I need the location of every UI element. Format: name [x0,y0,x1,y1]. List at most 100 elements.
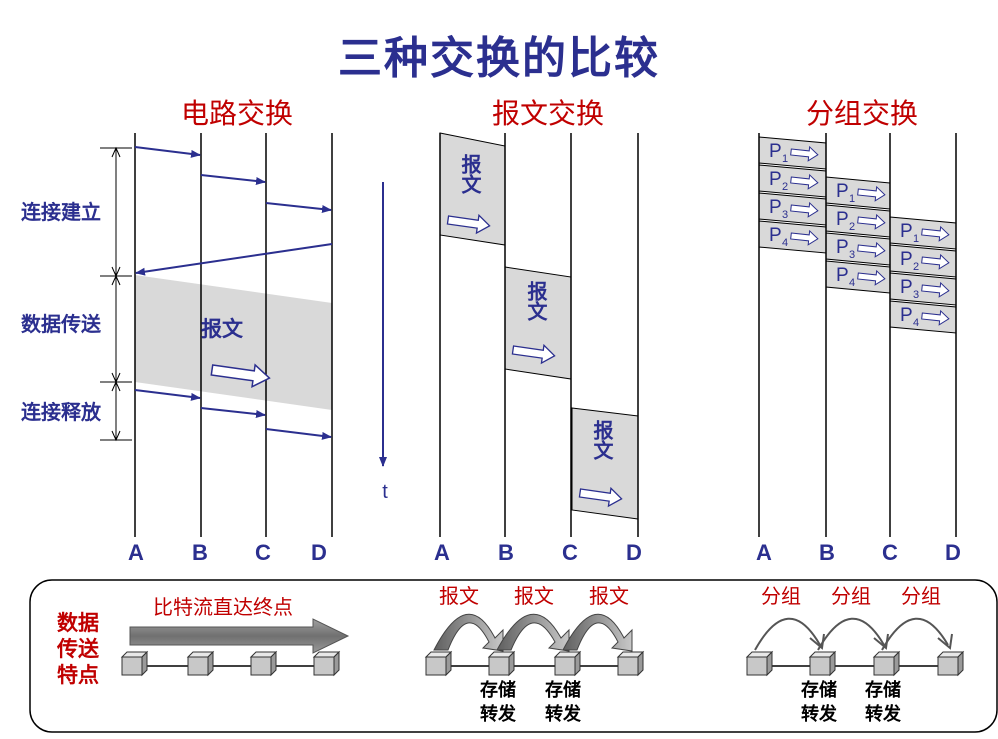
node-label-d: D [626,540,642,565]
packet-label: P [769,225,782,246]
bracket-arrowhead-icon [111,274,121,286]
packet-number: 4 [782,237,788,249]
section-title-packet: 分组交换 [805,97,918,130]
hop-arrow-icon [754,617,821,651]
message-hop-label-3: 报文 [589,584,629,608]
circuit-direction-arrow-icon [210,363,271,389]
packet-arrow-icon [857,185,886,202]
packet-arrow-icon [790,201,819,218]
setup-arrow-ab [134,146,201,158]
node-label-d: D [945,540,961,565]
hop-arrow-icon [496,613,570,652]
node-box-icon [187,656,209,676]
packet-arrow-icon [790,173,819,190]
packet-number: 1 [782,153,788,165]
message-arrow-icon [446,213,491,235]
node-label-c: C [562,540,578,565]
packet-arrow-icon [857,213,886,230]
node-label-a: A [756,540,772,565]
store-label-line-1: 存储 [801,679,837,701]
release-arrow-ab [134,389,201,401]
node-box-icon [425,656,447,676]
packet-number: 4 [849,277,855,289]
packet-label: P [900,221,913,242]
section-title-message: 报文交换 [491,97,604,130]
packet-number: 3 [849,249,855,261]
hop-arrow-icon [433,613,504,652]
packet-arrow-icon [921,253,950,270]
packet-hop-arrows [754,617,953,651]
setup-arrow-cd [265,202,332,214]
packet-label: P [769,169,782,190]
node-label-a: A [128,540,144,565]
packet-label: P [769,141,782,162]
packet-number: 1 [849,193,855,205]
packet-number: 3 [782,209,788,221]
hop-arrowhead-icon [937,633,953,650]
page-title: 三种交换的比较 [338,33,660,84]
side-label-line-3: 特点 [57,663,99,687]
node-box-icon [937,656,959,676]
packet-arrow-icon [857,269,886,286]
node-label-c: C [255,540,271,565]
packet-number: 2 [913,261,919,273]
hop-arrow-icon [817,617,885,651]
bracket-arrowhead-icon [111,380,121,392]
node-label-b: B [819,540,835,565]
node-box-icon [313,656,335,676]
release-arrow-bc [200,407,266,418]
packet-label: P [836,209,849,230]
node-box-side [270,650,277,677]
circuit-node-chain [120,650,341,677]
packet-number: 2 [782,181,788,193]
phase-release-label: 连接释放 [21,400,101,424]
store-label-line-1: 存储 [480,679,516,701]
node-box-side [893,650,900,677]
store-label-line-2: 转发 [865,703,902,725]
bottom-panel: 数据 传送 特点 比特流直达终点 报文 报文 报文 存储 转发 存储 转发 分组… [29,579,998,733]
section-title-circuit: 电路交换 [180,97,293,130]
node-box-icon [746,656,768,676]
node-box-side [445,650,452,677]
node-box-side [766,650,773,677]
node-box-icon [121,656,143,676]
node-box-side [957,650,964,677]
store-label-line-2: 转发 [801,703,838,725]
node-box-side [207,650,214,677]
node-box-side [574,650,581,677]
packet-label: P [900,249,913,270]
node-box-icon [488,656,510,676]
node-label-a: A [434,540,450,565]
circuit-message-label: 报文 [201,317,244,341]
bracket-arrowhead-icon [111,146,121,158]
message-arrow-icon [578,486,623,508]
node-box-icon [554,656,576,676]
node-box-side [637,650,644,677]
node-box-side [829,650,836,677]
store-label-line-2: 转发 [545,703,582,725]
circuit-data-band [135,275,332,410]
node-box-side [508,650,515,677]
node-box-side [333,650,340,677]
hop-arrow-icon [562,613,633,652]
packet-label: P [900,277,913,298]
circuit-bitstream-label: 比特流直达终点 [153,595,293,619]
node-box-side [141,650,148,677]
message-hop-arrows [433,613,633,652]
message-label-2: 报文 [524,280,548,322]
message-label-3: 报文 [590,419,614,461]
packet-hop-label-1: 分组 [761,584,801,608]
packet-label: P [836,237,849,258]
packet-number: 2 [849,221,855,233]
store-label-line-2: 转发 [480,703,517,725]
message-arrow-icon [511,343,556,365]
message-switching-section: 报文 报文 报文 A B C D [434,132,642,565]
circuit-switching-section: 报文 t A B C D [100,133,388,565]
side-label-line-2: 传送 [56,637,100,661]
packet-arrow-icon [857,241,886,258]
node-label-c: C [882,540,898,565]
packet-number: 4 [913,317,919,329]
packet-number: 1 [913,233,919,245]
